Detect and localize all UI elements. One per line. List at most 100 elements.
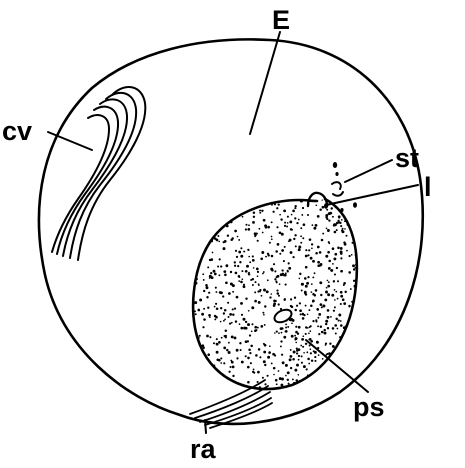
stipple-dot (208, 292, 210, 294)
stipple-dot (244, 251, 246, 253)
stipple-dot (295, 342, 297, 344)
stipple-dot (222, 198, 224, 200)
stipple-dot (305, 326, 307, 328)
stipple-dot (271, 255, 274, 258)
stipple-dot (192, 219, 194, 221)
stipple-dot (312, 320, 314, 322)
stipple-dot (226, 201, 228, 203)
stipple-dot (220, 202, 222, 204)
stipple-dot (241, 278, 243, 280)
stipple-dot (249, 352, 251, 354)
stipple-dot (348, 305, 350, 307)
stipple-dot (290, 298, 292, 300)
stipple-dot (332, 263, 334, 265)
stipple-dot (351, 202, 353, 204)
stipple-dot (262, 273, 264, 275)
stipple-dot (234, 308, 236, 310)
stipple-dot (337, 328, 339, 330)
stipple-dot (358, 300, 360, 302)
stipple-dot (346, 339, 349, 342)
stipple-dot (200, 358, 203, 361)
stipple-dot (346, 345, 349, 348)
stipple-dot (303, 335, 305, 337)
stipple-dot (334, 299, 336, 301)
stipple-dot (276, 275, 279, 278)
stipple-dot (257, 240, 259, 242)
stipple-dot (263, 360, 266, 363)
stipple-dot (196, 212, 198, 214)
stipple-dot (253, 369, 255, 371)
stipple-dot (254, 326, 257, 329)
stipple-dot (210, 207, 212, 209)
stipple-dot (217, 208, 219, 210)
stipple-dot (313, 386, 315, 388)
stipple-dot (344, 360, 347, 363)
stipple-dot (196, 370, 198, 372)
stipple-dot (338, 217, 340, 219)
stipple-dot (338, 381, 341, 384)
stipple-dot (201, 234, 204, 237)
stipple-dot (260, 325, 263, 328)
stipple-dot (300, 235, 302, 237)
stipple-dot (354, 329, 356, 331)
stipple-dot (280, 273, 283, 276)
stipple-dot (341, 355, 344, 358)
stipple-dot (305, 293, 307, 295)
stipple-dot (206, 372, 209, 375)
stipple-dot (240, 281, 243, 284)
stipple-dot (308, 363, 310, 365)
stipple-dot (285, 375, 287, 377)
stipple-dot (340, 295, 343, 298)
stipple-dot (200, 199, 202, 201)
stipple-dot (207, 307, 209, 309)
stipple-dot (209, 336, 211, 338)
stipple-dot (302, 313, 305, 316)
stipple-dot (290, 251, 293, 254)
stipple-dot (338, 362, 340, 364)
stipple-dot (223, 247, 226, 250)
stipple-dot (249, 261, 251, 263)
stipple-dot (213, 342, 215, 344)
stipple-dot (353, 367, 356, 370)
stipple-dot (285, 327, 287, 329)
stipple-dot (322, 206, 325, 209)
stipple-dot (253, 216, 255, 218)
stipple-dot (294, 339, 296, 341)
stipple-dot (309, 338, 312, 341)
stipple-dot (271, 238, 273, 240)
stipple-dot (198, 246, 200, 248)
stipple-dot (228, 316, 230, 318)
stipple-dot (351, 343, 353, 345)
stipple-dot (329, 343, 331, 345)
stipple-dot (245, 224, 247, 226)
stipple-dot (305, 333, 307, 335)
stipple-dot (234, 265, 236, 267)
stipple-dot (337, 381, 339, 383)
stipple-dot (239, 342, 241, 344)
stipple-dot (303, 365, 306, 368)
stipple-dot (353, 280, 355, 282)
stipple-dot (225, 207, 227, 209)
stipple-dot (223, 312, 225, 314)
stipple-dot (295, 245, 297, 247)
stipple-dot (241, 314, 243, 316)
stipple-dot (344, 228, 346, 230)
stipple-dot (343, 302, 346, 305)
stipple-dot (256, 268, 259, 271)
stipple-dot (305, 255, 308, 258)
stipple-dot (305, 305, 307, 307)
stipple-dot (224, 319, 226, 321)
stipple-dot (207, 353, 210, 356)
stipple-dot (228, 371, 230, 373)
stipple-dot (246, 265, 249, 268)
stipple-dot (227, 302, 229, 304)
stipple-dot (279, 253, 281, 255)
stipple-dot (339, 362, 342, 365)
stipple-dot (308, 249, 310, 251)
stipple-dot (192, 372, 195, 375)
stipple-dot (202, 388, 204, 390)
stipple-dot (321, 239, 324, 242)
stipple-dot (299, 273, 301, 275)
stipple-dot (343, 341, 345, 343)
stipple-dot (334, 289, 336, 291)
